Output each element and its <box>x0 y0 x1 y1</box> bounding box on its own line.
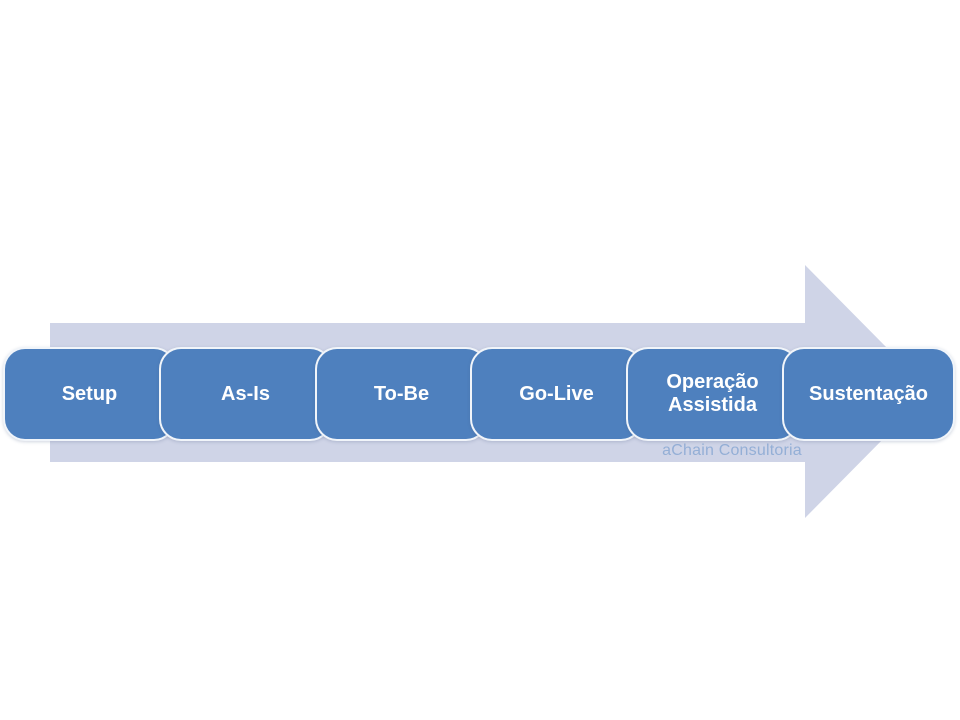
watermark-text: aChain Consultoria <box>662 442 802 459</box>
process-step-label: To-Be <box>373 382 430 405</box>
process-step-operacao-assistida: Operação Assistida <box>626 347 799 441</box>
process-step-label: As-Is <box>221 382 270 405</box>
process-step-go-live: Go-Live <box>470 347 643 441</box>
process-step-label: Go-Live <box>519 382 594 405</box>
process-step-label: Operação Assistida <box>666 371 759 416</box>
process-step-sustentacao: Sustentação <box>782 347 955 441</box>
process-step-to-be: To-Be <box>315 347 488 441</box>
process-step-label: Sustentação <box>809 382 928 405</box>
process-step-as-is: As-Is <box>159 347 332 441</box>
process-step-setup: Setup <box>3 347 176 441</box>
process-step-label: Setup <box>61 382 118 405</box>
